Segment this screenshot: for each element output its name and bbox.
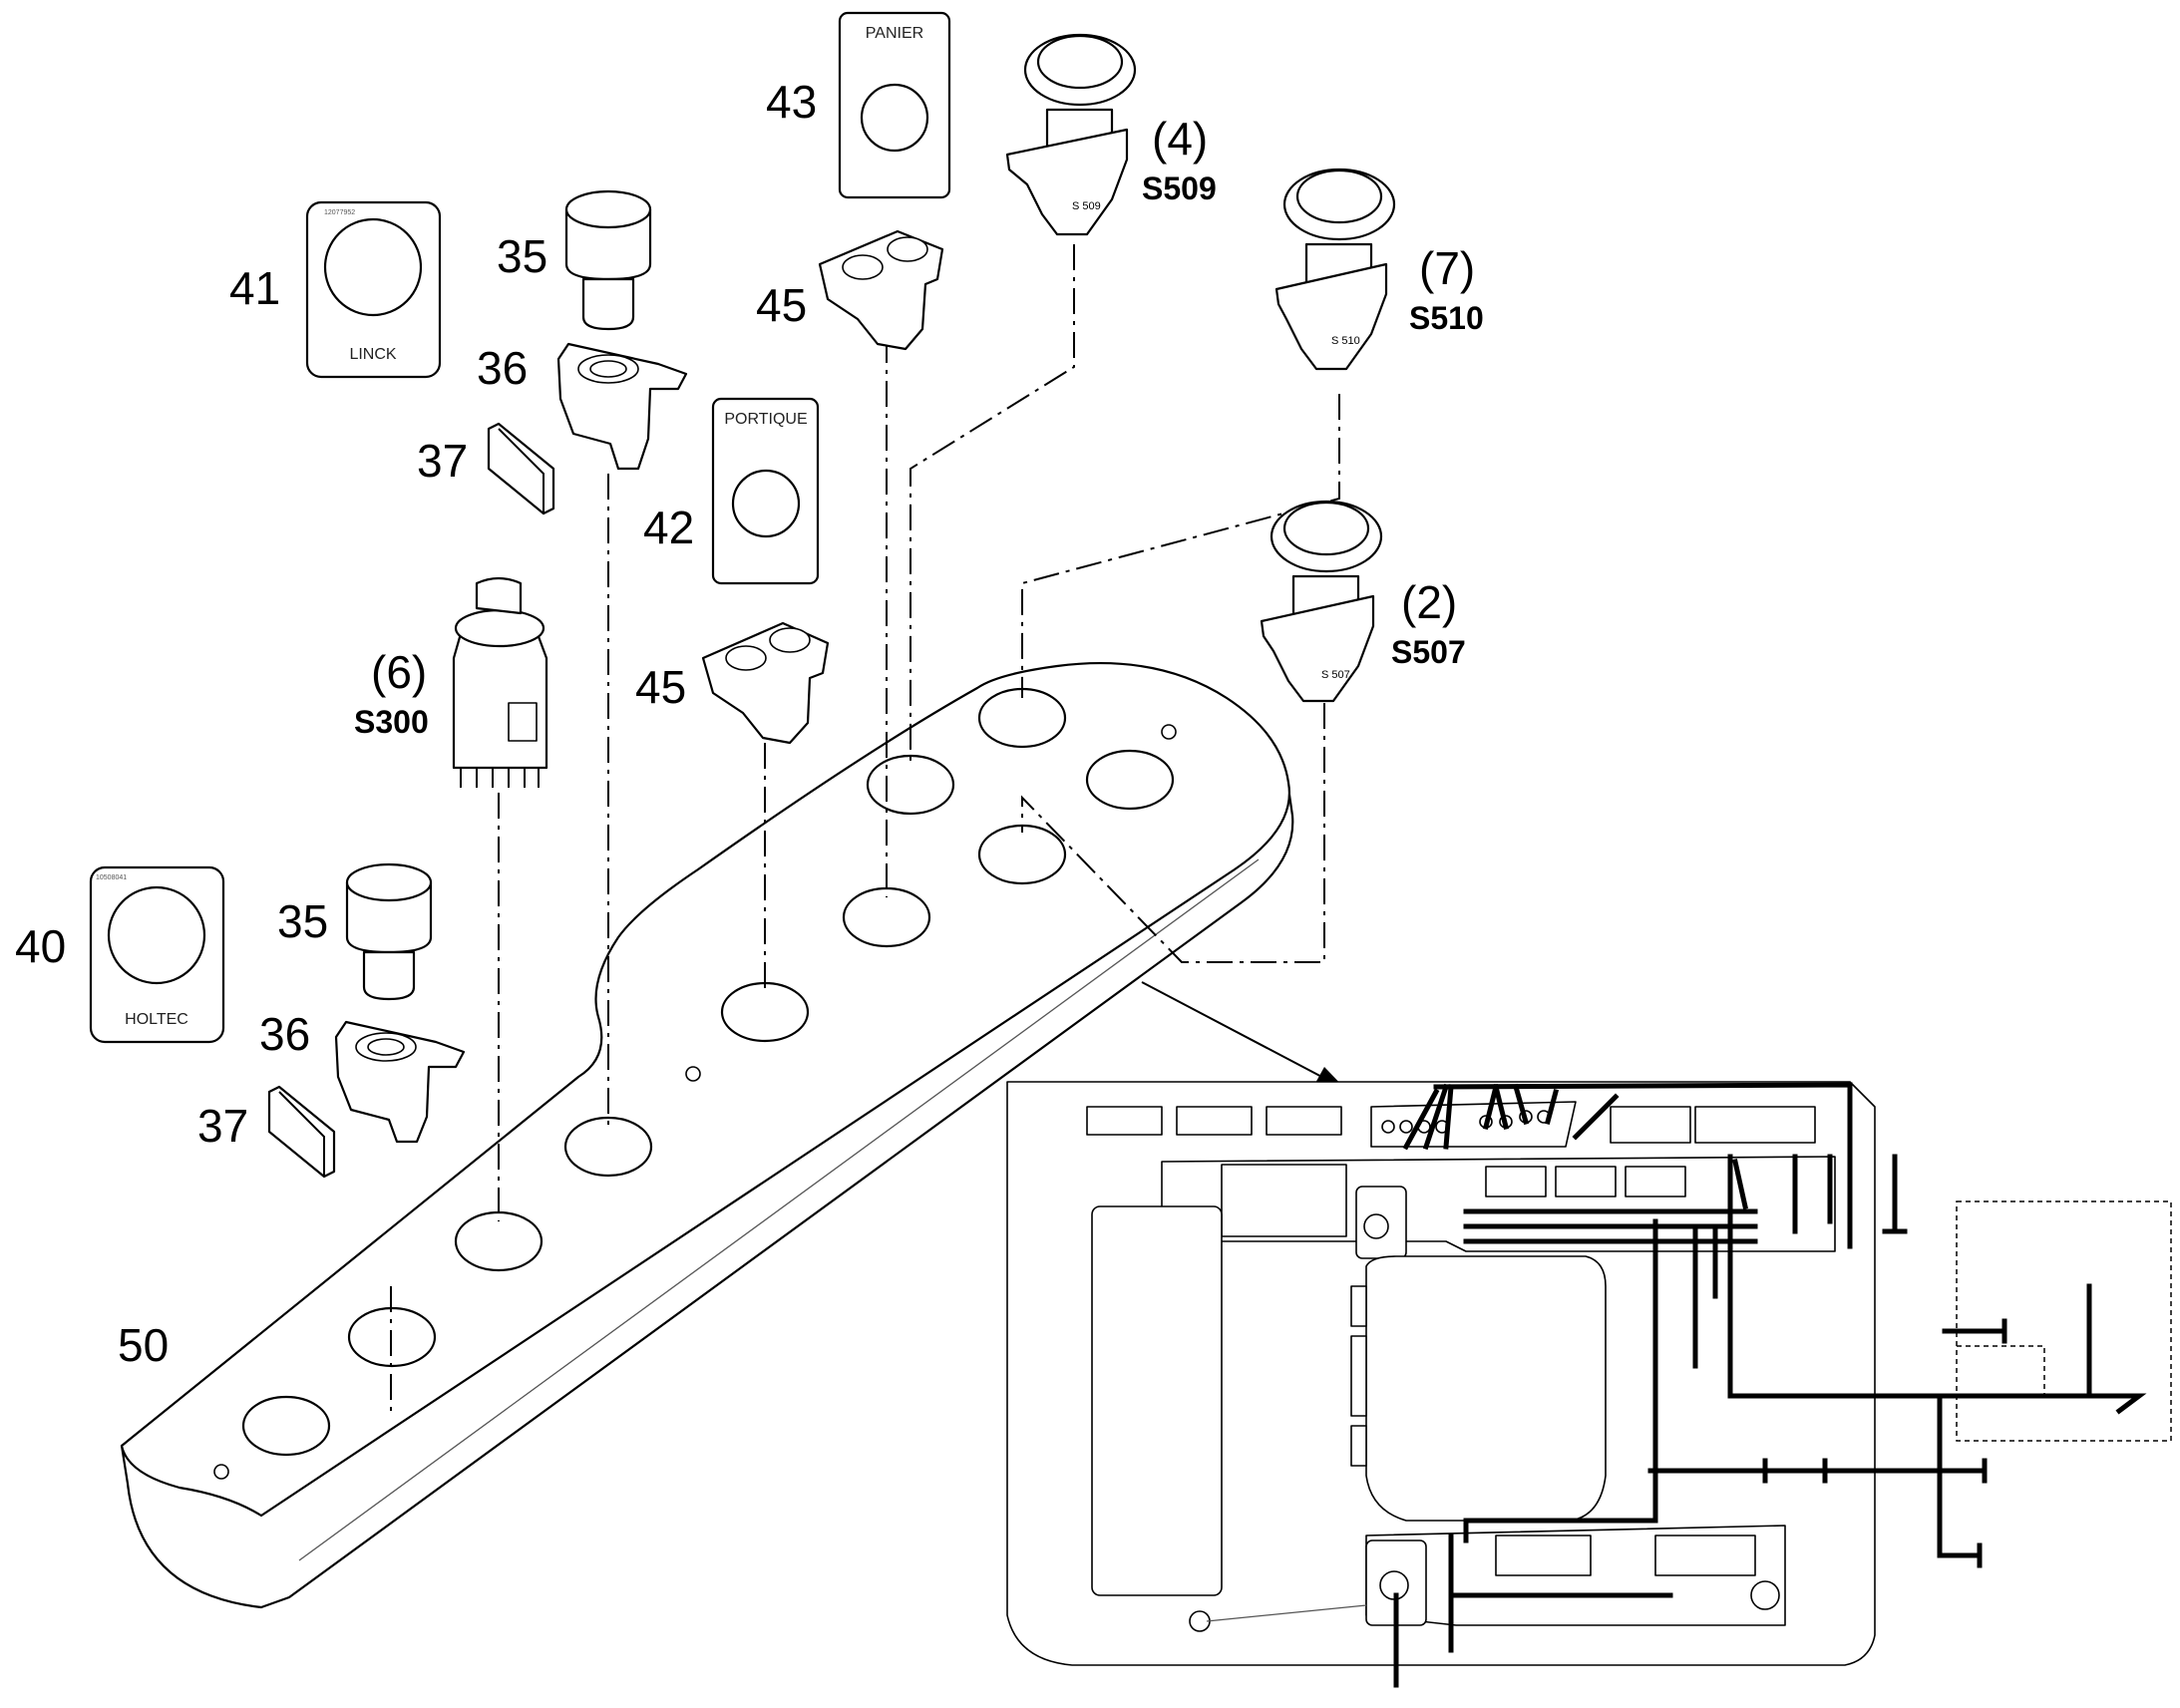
plate-40-holtec: 10508041 HOLTEC <box>89 865 225 1044</box>
plate-panier-label: PANIER <box>866 25 923 42</box>
callout-7: (7) <box>1419 242 1475 294</box>
mounting-panel-50 <box>120 661 1294 1609</box>
blank-37-upper <box>487 422 555 515</box>
double-button-45-upper <box>818 229 944 351</box>
svg-text:10508041: 10508041 <box>96 874 127 881</box>
callout-2: (2) <box>1401 576 1457 628</box>
holder-36-lower <box>334 1020 466 1144</box>
plate-41-linck: 12077952 LINCK <box>305 200 442 379</box>
callout-36-upper: 36 <box>477 342 528 394</box>
assembly-lines <box>390 244 1340 1416</box>
double-button-45-lower <box>701 621 830 745</box>
callout-40: 40 <box>15 920 66 972</box>
plate-42-portique: PORTIQUE <box>711 397 820 585</box>
callout-35-lower: 35 <box>277 895 328 947</box>
callout-41: 41 <box>229 262 280 314</box>
s510-part-code: S 510 <box>1331 335 1360 347</box>
selector-switch-s300 <box>452 576 548 788</box>
pushbutton-s510: S 510 <box>1274 168 1396 371</box>
callout-43: 43 <box>766 76 817 128</box>
callout-6: (6) <box>371 646 427 698</box>
callout-36-lower: 36 <box>259 1008 310 1060</box>
code-s509: S509 <box>1142 171 1217 206</box>
svg-text:12077952: 12077952 <box>324 209 355 216</box>
blank-37-lower <box>267 1085 336 1179</box>
pushbutton-s509: S 509 <box>1005 33 1137 236</box>
callout-37-lower: 37 <box>197 1100 248 1152</box>
plate-portique-label: PORTIQUE <box>724 411 807 428</box>
s507-part-code: S 507 <box>1321 669 1350 681</box>
cab-overview-inset <box>1006 1081 2172 1688</box>
pushbutton-s507: S 507 <box>1260 500 1383 703</box>
callout-45-upper: 45 <box>756 279 807 331</box>
callout-37-upper: 37 <box>417 435 468 487</box>
callout-35-upper: 35 <box>497 230 547 282</box>
button-cap-35-upper <box>564 189 652 331</box>
plate-linck-label: LINCK <box>349 346 396 363</box>
code-s510: S510 <box>1409 300 1484 336</box>
plate-43-panier: PANIER <box>838 11 951 199</box>
callout-42: 42 <box>643 502 694 553</box>
locator-arrow <box>1141 981 1348 1092</box>
callout-4: (4) <box>1152 113 1208 165</box>
code-s300: S300 <box>354 704 429 740</box>
button-cap-35-lower <box>345 862 433 1001</box>
code-s507: S507 <box>1391 634 1466 670</box>
callout-50: 50 <box>118 1319 169 1371</box>
plate-holtec-label: HOLTEC <box>125 1011 188 1028</box>
holder-36-upper <box>556 342 688 471</box>
s509-part-code: S 509 <box>1072 200 1101 212</box>
callout-45-lower: 45 <box>635 661 686 713</box>
